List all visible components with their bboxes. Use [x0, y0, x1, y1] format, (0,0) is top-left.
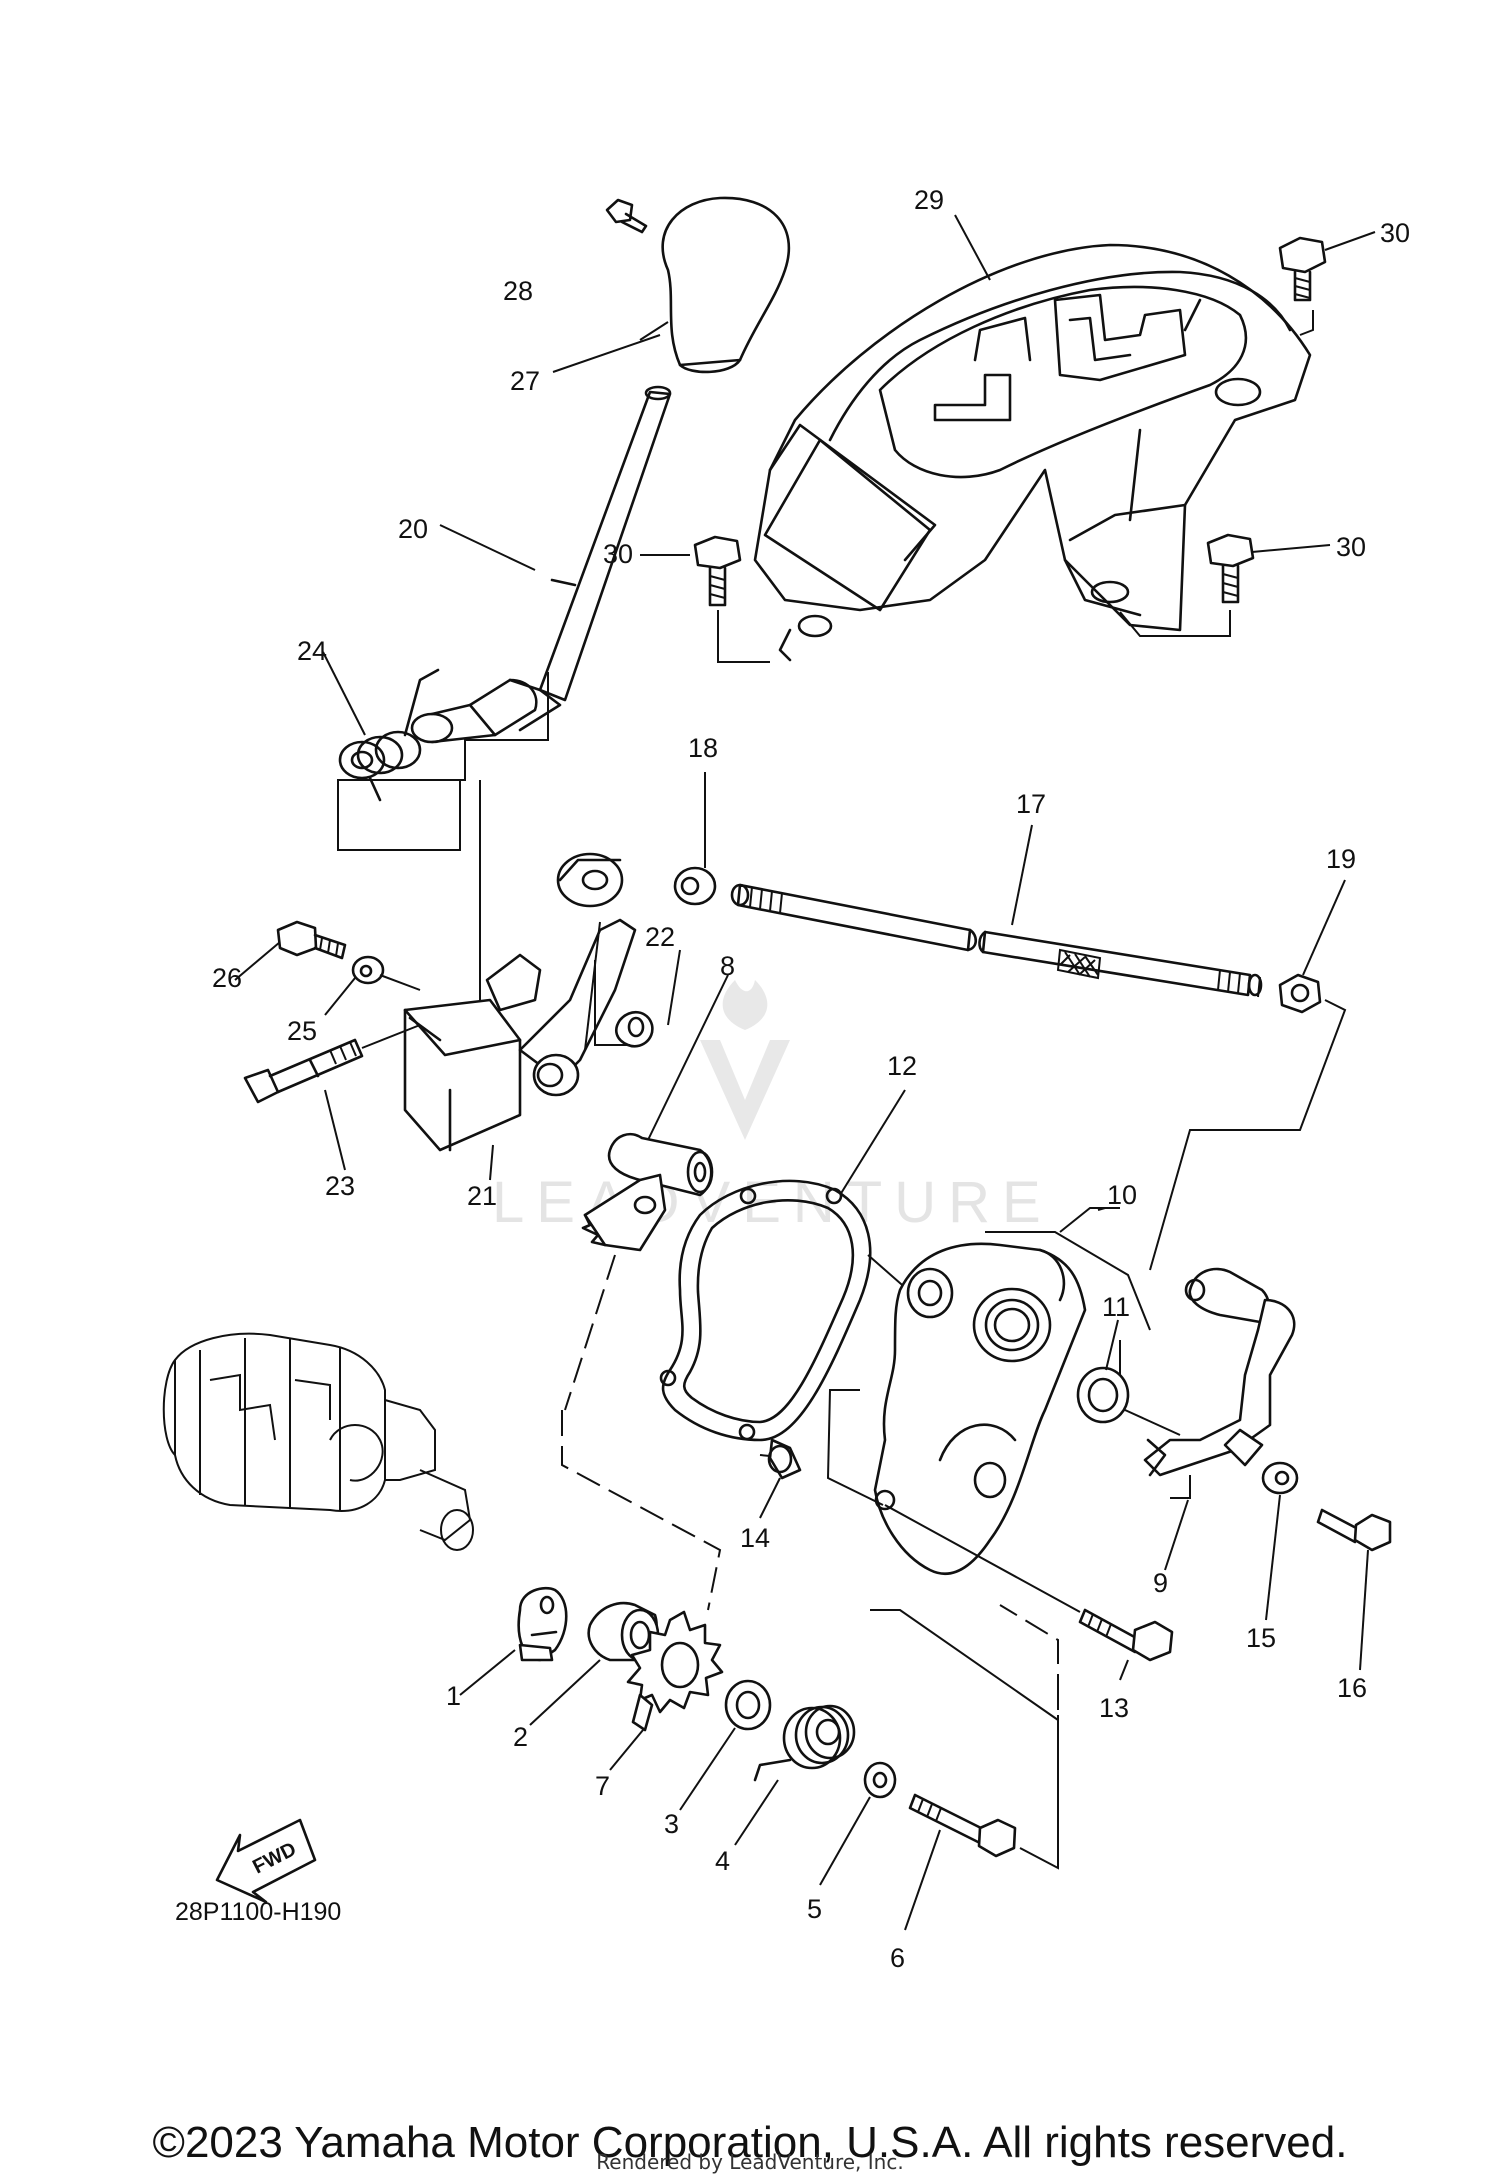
callout-14: 14	[740, 1523, 770, 1553]
callout-18: 18	[688, 733, 718, 763]
dowel-pin-14	[767, 1438, 802, 1480]
callout-8: 8	[720, 951, 735, 981]
stopper-guide-1	[517, 1586, 568, 1662]
oil-seal-11	[1076, 1366, 1130, 1424]
shift-rod-17	[730, 883, 1263, 998]
leadventure-watermark-logo	[700, 980, 790, 1140]
screw-28	[605, 198, 648, 234]
callout-9: 9	[1153, 1568, 1168, 1598]
shift-cover-10	[873, 1242, 1087, 1576]
bolt-6	[908, 1793, 1017, 1858]
copyright-notice: ©2023 Yamaha Motor Corporation, U.S.A. A…	[152, 2118, 1348, 2167]
callout-3: 3	[664, 1809, 679, 1839]
shift-arm-21	[403, 852, 637, 1152]
nut-19	[1278, 973, 1322, 1014]
callout-1: 1	[446, 1681, 461, 1711]
shift-shaft-8	[581, 1133, 714, 1252]
callout-22: 22	[645, 922, 675, 952]
shift-lever-20	[410, 385, 672, 744]
bolt-26	[276, 920, 347, 960]
callout-19: 19	[1326, 844, 1356, 874]
callout-7: 7	[595, 1771, 610, 1801]
stopper-star-7	[626, 1610, 724, 1732]
collar-18	[673, 866, 717, 906]
diagram-code: 28P1100-H190	[175, 1898, 341, 1926]
callout-20: 20	[398, 514, 428, 544]
callout-25: 25	[287, 1016, 317, 1046]
callout-10: 10	[1107, 1180, 1137, 1210]
shift-gate-cover	[753, 243, 1312, 662]
callout-30-top: 30	[1380, 218, 1410, 248]
callout-16: 16	[1337, 1673, 1367, 1703]
shift-arm-9	[1143, 1267, 1296, 1477]
bolt-16	[1316, 1508, 1392, 1552]
callout-6: 6	[890, 1943, 905, 1973]
callout-27: 27	[510, 366, 540, 396]
callout-30-left: 30	[603, 539, 633, 569]
callout-11: 11	[1102, 1292, 1130, 1322]
washer-3	[724, 1679, 772, 1731]
shift-drum	[162, 1332, 474, 1551]
washer-25	[351, 955, 385, 985]
callout-23: 23	[325, 1171, 355, 1201]
callout-29: 29	[914, 185, 944, 215]
bolt-23	[243, 1038, 364, 1104]
washer-22	[614, 1011, 654, 1048]
shift-knob-27	[661, 196, 791, 374]
callout-17: 17	[1016, 789, 1046, 819]
bolt-30-top	[1278, 236, 1327, 302]
bolt-30-left	[693, 535, 742, 607]
callout-28: 28	[503, 276, 533, 306]
spring-24	[338, 668, 440, 802]
callout-30-right: 30	[1336, 532, 1366, 562]
gasket-12	[659, 1179, 872, 1442]
callout-5: 5	[807, 1894, 822, 1924]
callout-26: 26	[212, 963, 242, 993]
rendered-by-notice: Rendered by LeadVenture, Inc.	[596, 2150, 904, 2174]
callout-21: 21	[467, 1181, 497, 1211]
washer-5	[863, 1761, 897, 1799]
washer-15	[1261, 1461, 1299, 1495]
callout-13: 13	[1099, 1693, 1129, 1723]
bolt-13	[1078, 1608, 1174, 1662]
callout-4: 4	[715, 1846, 730, 1876]
callout-15: 15	[1246, 1623, 1276, 1653]
callout-24: 24	[297, 636, 327, 666]
fwd-arrow-icon: FWD	[215, 1818, 317, 1904]
spring-4	[753, 1704, 856, 1782]
callout-12: 12	[887, 1051, 917, 1081]
bolt-30-right	[1206, 533, 1255, 604]
callout-2: 2	[513, 1722, 528, 1752]
